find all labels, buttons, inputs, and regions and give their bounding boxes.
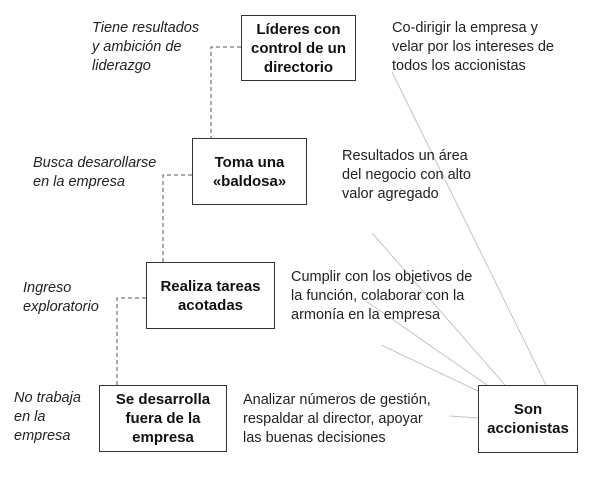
- level-1-box: Líderes con control de un directorio: [241, 15, 356, 81]
- level-3-right-note: Cumplir con los objetivos de la función,…: [291, 269, 473, 323]
- level-1-left-note: Tiene resultados y ambición de liderazgo: [92, 20, 200, 74]
- ray-line-5: [448, 415, 479, 419]
- dashed-connector-1: [210, 46, 241, 138]
- ray-line-1: [391, 71, 547, 386]
- level-2-left-note: Busca desarollarse en la empresa: [33, 155, 157, 190]
- level-3-box: Realiza tareas acotadas: [146, 262, 275, 329]
- level-2-right-note: Resultados un área del negocio con alto …: [342, 148, 471, 202]
- ray-line-4: [380, 344, 481, 393]
- level-4-left-note: No trabaja en la empresa: [14, 390, 81, 444]
- level-4-box: Se desarrolla fuera de la empresa: [99, 385, 227, 452]
- ray-line-2: [371, 232, 506, 386]
- dashed-connector-2: [162, 174, 192, 262]
- level-4-right-note: Analizar números de gestión, respaldar a…: [243, 392, 431, 446]
- dashed-connector-3: [116, 297, 146, 385]
- level-1-right-note: Co-dirigir la empresa y velar por los in…: [392, 20, 554, 74]
- level-3-left-note: Ingreso exploratorio: [23, 280, 99, 315]
- shareholders-box: Son accionistas: [478, 385, 578, 453]
- level-2-box: Toma una «baldosa»: [192, 138, 307, 205]
- ray-line-3: [365, 300, 488, 386]
